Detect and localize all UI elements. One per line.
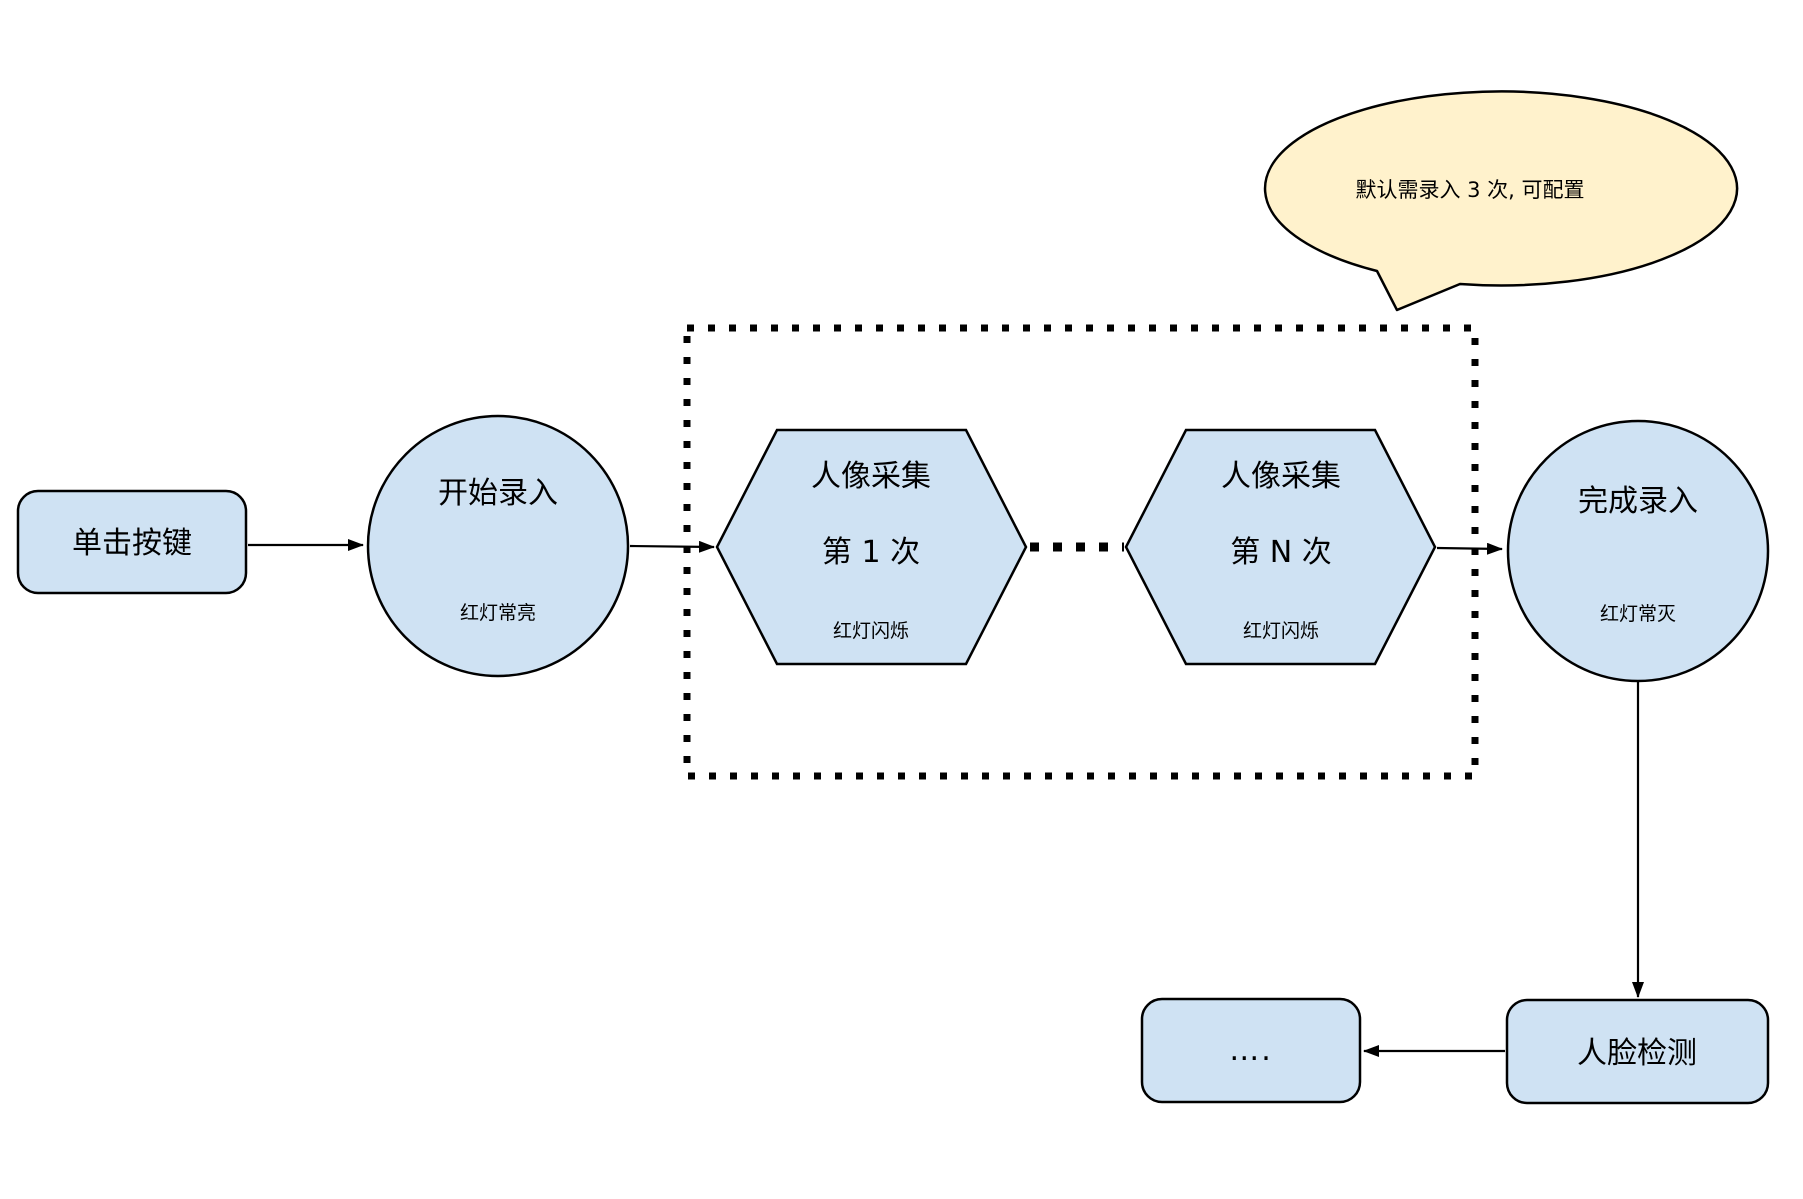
capture-first-line1: 人像采集	[811, 459, 931, 494]
capture-first-line2: 第 1 次	[822, 535, 920, 570]
start-entry-shape	[366, 414, 630, 678]
node-finish-entry: 完成录入 红灯常灭	[1506, 419, 1770, 683]
node-face-detection: 人脸检测	[1505, 998, 1770, 1105]
ellipsis-shape	[1140, 997, 1362, 1104]
callout-bubble: 默认需录入 3 次, 可配置	[1263, 90, 1739, 312]
arrow-captureN-to-finish	[1436, 542, 1503, 555]
finish-entry-sublabel: 红灯常灭	[1600, 603, 1676, 625]
node-ellipsis: ….	[1140, 997, 1362, 1104]
callout-text: 默认需录入 3 次, 可配置	[1355, 178, 1584, 202]
capture-nth-line1: 人像采集	[1221, 459, 1341, 494]
click-button-shape	[16, 489, 248, 595]
node-capture-first: 人像采集 第 1 次 红灯闪烁	[715, 428, 1028, 666]
face-detection-shape	[1505, 998, 1770, 1105]
start-entry-sublabel: 红灯常亮	[460, 602, 536, 624]
face-detection-label: 人脸检测	[1577, 1036, 1697, 1071]
arrow-start-to-capture1	[629, 540, 715, 553]
capture-loop-boundary	[683, 324, 1479, 780]
finish-entry-label: 完成录入	[1578, 484, 1698, 519]
capture-first-sublabel: 红灯闪烁	[833, 620, 909, 642]
click-button-label: 单击按键	[72, 526, 192, 561]
capture-nth-shape	[1124, 428, 1437, 666]
start-entry-label: 开始录入	[438, 476, 558, 511]
ellipsis-label: ….	[1229, 1033, 1273, 1068]
capture-first-shape	[715, 428, 1028, 666]
node-click-button: 单击按键	[16, 489, 248, 595]
capture-nth-line2: 第 N 次	[1230, 535, 1332, 570]
capture-nth-sublabel: 红灯闪烁	[1243, 620, 1319, 642]
finish-entry-shape	[1506, 419, 1770, 683]
callout-bubble-shape	[1263, 90, 1739, 312]
node-start-entry: 开始录入 红灯常亮	[366, 414, 630, 678]
node-capture-nth: 人像采集 第 N 次 红灯闪烁	[1124, 428, 1437, 666]
